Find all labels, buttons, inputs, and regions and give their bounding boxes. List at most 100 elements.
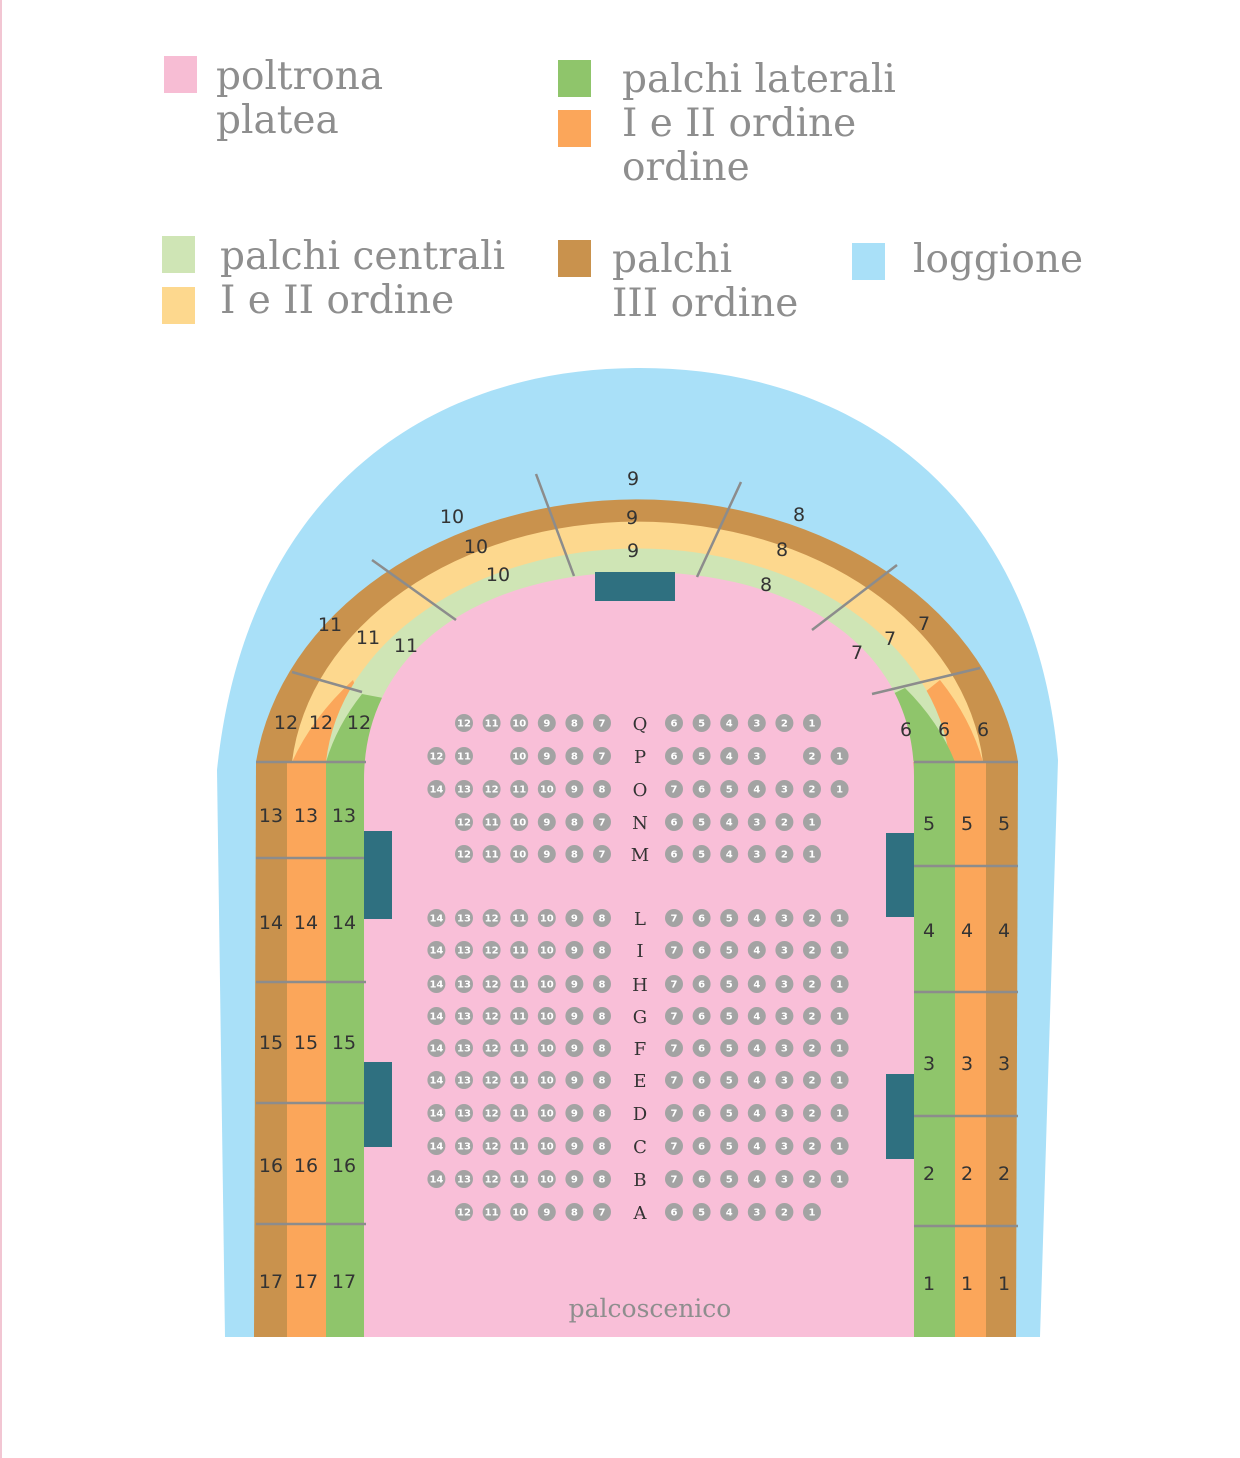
seat-L-2[interactable] xyxy=(803,909,821,927)
seat-H-9[interactable] xyxy=(565,975,584,993)
seat-A-2[interactable] xyxy=(775,1203,794,1221)
seat-F-14[interactable] xyxy=(427,1039,446,1057)
seat-A-12[interactable] xyxy=(455,1203,473,1221)
seat-M-5[interactable] xyxy=(692,845,711,863)
box-left-iii-13[interactable]: 13 xyxy=(259,805,283,827)
seat-I-13[interactable] xyxy=(455,941,473,959)
seat-N-6[interactable] xyxy=(665,813,683,831)
seat-H-11[interactable] xyxy=(510,975,529,993)
seat-O-14[interactable] xyxy=(427,780,446,798)
seat-O-1[interactable] xyxy=(830,780,849,798)
seat-C-2[interactable] xyxy=(803,1137,821,1155)
seat-I-5[interactable] xyxy=(720,941,739,959)
seat-C-13[interactable] xyxy=(455,1137,473,1155)
seat-Q-9[interactable] xyxy=(537,714,556,732)
seat-N-10[interactable] xyxy=(510,813,529,831)
seat-Q-10[interactable] xyxy=(510,714,529,732)
seat-A-11[interactable] xyxy=(482,1203,501,1221)
seat-E-2[interactable] xyxy=(803,1071,821,1089)
box-left-i-13[interactable]: 13 xyxy=(332,805,356,827)
box-right-i-2[interactable]: 2 xyxy=(923,1163,935,1185)
seat-N-7[interactable] xyxy=(593,813,611,831)
seat-G-7[interactable] xyxy=(665,1007,683,1025)
seat-B-3[interactable] xyxy=(775,1170,794,1188)
seat-E-13[interactable] xyxy=(455,1071,473,1089)
seat-I-7[interactable] xyxy=(665,941,683,959)
seat-F-6[interactable] xyxy=(692,1039,711,1057)
seat-A-4[interactable] xyxy=(720,1203,739,1221)
box-left-i-14[interactable]: 14 xyxy=(332,912,356,934)
seat-F-11[interactable] xyxy=(510,1039,529,1057)
seat-A-10[interactable] xyxy=(510,1203,529,1221)
box-right-i-1[interactable]: 1 xyxy=(923,1273,935,1295)
seat-L-6[interactable] xyxy=(692,909,711,927)
seat-G-11[interactable] xyxy=(510,1007,529,1025)
seat-M-8[interactable] xyxy=(565,845,584,863)
seat-P-2[interactable] xyxy=(803,747,821,765)
seat-P-4[interactable] xyxy=(720,747,739,765)
seat-N-4[interactable] xyxy=(720,813,739,831)
seat-G-12[interactable] xyxy=(482,1007,501,1025)
seat-C-6[interactable] xyxy=(692,1137,711,1155)
seat-G-2[interactable] xyxy=(803,1007,821,1025)
seat-I-1[interactable] xyxy=(830,941,849,959)
seat-C-8[interactable] xyxy=(593,1137,611,1155)
seat-H-5[interactable] xyxy=(720,975,739,993)
box-left-i-17[interactable]: 17 xyxy=(332,1271,356,1293)
seat-L-3[interactable] xyxy=(775,909,794,927)
seat-M-6[interactable] xyxy=(665,845,683,863)
seat-P-1[interactable] xyxy=(830,747,849,765)
seat-D-12[interactable] xyxy=(482,1104,501,1122)
seat-P-10[interactable] xyxy=(510,747,529,765)
seat-H-8[interactable] xyxy=(593,975,611,993)
seat-H-3[interactable] xyxy=(775,975,794,993)
box-right-ii-1[interactable]: 1 xyxy=(961,1273,973,1295)
seat-N-11[interactable] xyxy=(482,813,501,831)
box-right-ii-4[interactable]: 4 xyxy=(961,920,973,942)
seat-E-11[interactable] xyxy=(510,1071,529,1089)
seat-I-9[interactable] xyxy=(565,941,584,959)
seat-Q-6[interactable] xyxy=(665,714,683,732)
seat-B-4[interactable] xyxy=(747,1170,766,1188)
seat-M-4[interactable] xyxy=(720,845,739,863)
seat-G-10[interactable] xyxy=(537,1007,556,1025)
seat-F-8[interactable] xyxy=(593,1039,611,1057)
seat-E-10[interactable] xyxy=(537,1071,556,1089)
seat-D-9[interactable] xyxy=(565,1104,584,1122)
seat-M-2[interactable] xyxy=(775,845,794,863)
seat-A-3[interactable] xyxy=(747,1203,766,1221)
seat-L-9[interactable] xyxy=(565,909,584,927)
seat-Q-5[interactable] xyxy=(692,714,711,732)
seat-O-7[interactable] xyxy=(665,780,683,798)
seat-L-1[interactable] xyxy=(830,909,849,927)
box-right-i-4[interactable]: 4 xyxy=(923,920,935,942)
seat-E-3[interactable] xyxy=(775,1071,794,1089)
seat-B-5[interactable] xyxy=(720,1170,739,1188)
seat-B-10[interactable] xyxy=(537,1170,556,1188)
seat-I-14[interactable] xyxy=(427,941,446,959)
seat-N-1[interactable] xyxy=(803,813,821,831)
seat-B-6[interactable] xyxy=(692,1170,711,1188)
seat-I-8[interactable] xyxy=(593,941,611,959)
seat-H-4[interactable] xyxy=(747,975,766,993)
seat-H-6[interactable] xyxy=(692,975,711,993)
seat-L-11[interactable] xyxy=(510,909,529,927)
seat-G-13[interactable] xyxy=(455,1007,473,1025)
seat-E-8[interactable] xyxy=(593,1071,611,1089)
seat-B-8[interactable] xyxy=(593,1170,611,1188)
seat-B-2[interactable] xyxy=(803,1170,821,1188)
seat-D-2[interactable] xyxy=(803,1104,821,1122)
seat-G-5[interactable] xyxy=(720,1007,739,1025)
seat-C-11[interactable] xyxy=(510,1137,529,1155)
seat-G-6[interactable] xyxy=(692,1007,711,1025)
seat-N-12[interactable] xyxy=(455,813,473,831)
seat-P-12[interactable] xyxy=(427,747,446,765)
box-left-ii-14[interactable]: 14 xyxy=(294,912,318,934)
seat-C-5[interactable] xyxy=(720,1137,739,1155)
seat-Q-12[interactable] xyxy=(455,714,473,732)
seat-Q-8[interactable] xyxy=(565,714,584,732)
seat-D-5[interactable] xyxy=(720,1104,739,1122)
seat-F-13[interactable] xyxy=(455,1039,473,1057)
seat-A-8[interactable] xyxy=(565,1203,584,1221)
seat-N-9[interactable] xyxy=(537,813,556,831)
